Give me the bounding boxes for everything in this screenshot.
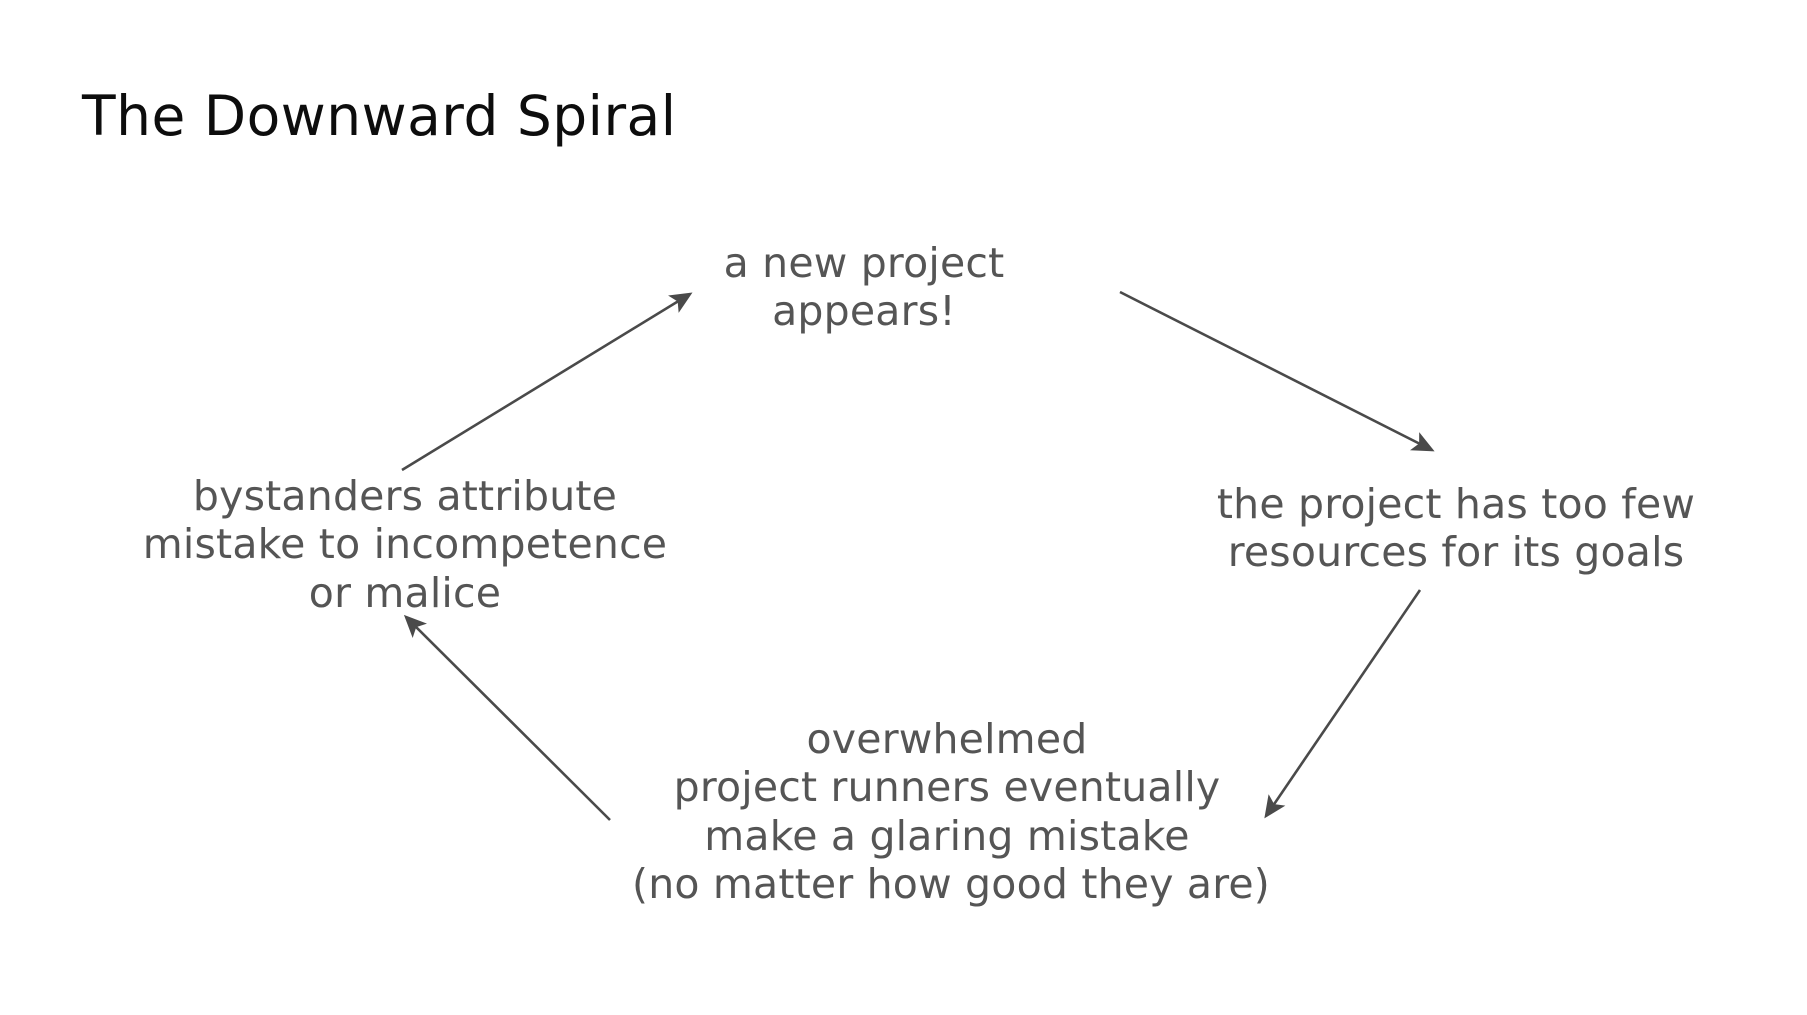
- arrow-mistake-to-bystanders: [403, 614, 611, 821]
- node-line: resources for its goals: [1227, 528, 1685, 577]
- node-new-project: a new project appears!: [664, 239, 1064, 336]
- node-too-few-resources: the project has too few resources for it…: [1136, 480, 1776, 577]
- node-line: the project has too few: [1216, 480, 1696, 528]
- node-line: appears!: [772, 287, 956, 336]
- node-line: project runners eventually: [673, 763, 1221, 812]
- node-line: a new project: [723, 239, 1005, 287]
- arrow-bystanders-to-new-project: [401, 292, 693, 472]
- node-bystanders-attribute: bystanders attribute mistake to incompet…: [100, 472, 710, 617]
- node-line: bystanders attribute: [192, 472, 618, 520]
- node-overwhelmed-mistake: overwhelmed project runners eventually m…: [632, 715, 1270, 909]
- node-line: make a glaring mistake: [704, 811, 1190, 860]
- page-title: The Downward Spiral: [82, 84, 677, 148]
- node-line: or malice: [308, 568, 502, 617]
- node-line: (no matter how good they are): [632, 860, 1270, 909]
- node-line: overwhelmed: [806, 715, 1088, 763]
- node-line: mistake to incompetence: [142, 520, 668, 569]
- arrow-new-project-to-resources: [1119, 290, 1435, 452]
- arrow-resources-to-mistake: [1264, 589, 1422, 819]
